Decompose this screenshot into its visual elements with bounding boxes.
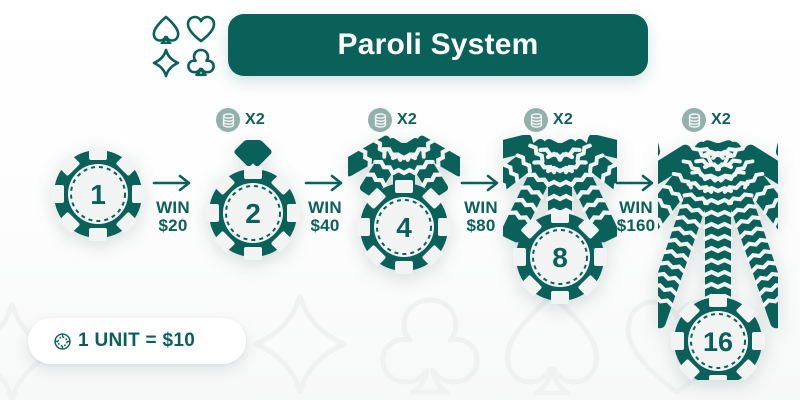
watermark-diamond-icon [248,288,352,400]
watermark-spade-icon [500,290,604,400]
multiplier-badge-4: X2 [524,108,573,132]
transition-amount-3: $80 [466,216,496,236]
title-banner: Paroli System [228,14,648,76]
transition-win-label-3: WIN [464,198,498,217]
transition-amount-4: $160 [616,216,656,236]
chip-stack-1[interactable]: 1 [44,140,152,248]
chip-stack-8[interactable]: 8 [503,135,617,305]
chip-stack-2[interactable]: 2 [197,135,309,261]
multiplier-badge-5: X2 [682,108,731,132]
multiplier-label-5: X2 [711,111,731,128]
chip-stack-4[interactable]: 4 [348,135,460,275]
multiplier-label-3: X2 [397,111,417,128]
unit-badge-label: 1 UNIT = $10 [78,330,196,351]
multiplier-badge-2: X2 [216,108,265,132]
chip-stack-icon [682,108,706,132]
watermark-club-icon [378,294,482,400]
suit-icon-cluster [150,14,222,78]
multiplier-label-2: X2 [245,111,265,128]
page-title: Paroli System [337,28,539,61]
arrow-right-icon [605,172,667,199]
diamond-outline-icon [152,48,180,83]
chip-outline-icon [53,332,72,351]
transition-win-label-4: WIN [619,198,653,217]
transition-2: WIN $40 [294,172,356,236]
chip-stack-icon [368,108,392,132]
multiplier-label-4: X2 [553,111,573,128]
multiplier-badge-3: X2 [368,108,417,132]
chip-stack-icon [524,108,548,132]
arrow-right-icon [294,172,356,199]
chip-value-2: 2 [245,198,261,229]
chip-stack-16[interactable]: 16 [658,135,778,380]
chip-value-4: 4 [396,212,412,243]
transition-win-label-2: WIN [308,198,342,217]
chip-value-8: 8 [552,242,568,273]
heart-outline-icon [186,15,216,48]
arrow-right-icon [450,172,512,199]
club-outline-icon [187,48,215,83]
transition-amount-2: $40 [310,216,340,236]
unit-value-badge: 1 UNIT = $10 [28,318,246,364]
transition-3: WIN $80 [450,172,512,236]
chip-value-16: 16 [703,327,733,357]
transition-1: WIN $20 [142,172,204,236]
spade-outline-icon [152,14,180,49]
transition-win-label-1: WIN [156,198,190,217]
arrow-right-icon [142,172,204,199]
transition-amount-1: $20 [158,216,188,236]
chip-stack-icon [216,108,240,132]
chip-value-1: 1 [90,179,106,210]
transition-4: WIN $160 [605,172,667,236]
